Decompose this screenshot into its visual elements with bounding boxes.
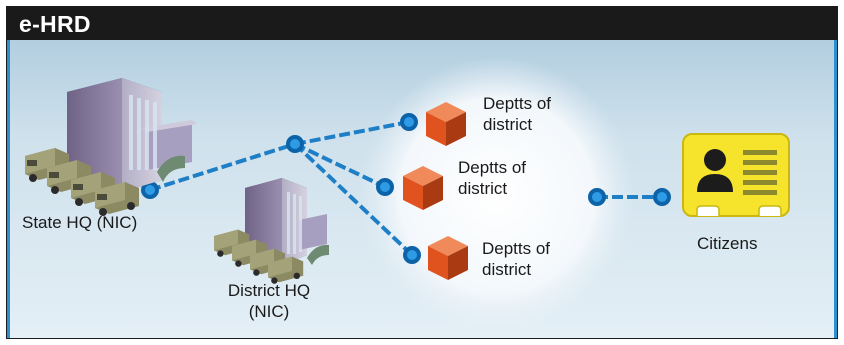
state-hq-label: State HQ (NIC) [22,213,138,232]
department-3-label-line-2: district [482,260,532,279]
link-hub-to-department-3 [293,142,414,257]
district-hq-trucks-icon [214,229,304,284]
node-department-2 [376,178,394,196]
department-1-label-line-1: Deptts of [483,94,552,113]
department-3-label: Deptts of district [482,238,550,280]
department-2-label-line-2: district [458,179,508,198]
link-hub-to-department-2 [294,142,386,189]
district-hq-label-line-1: District HQ [227,281,311,300]
department-1-cube-icon [426,102,466,146]
state-hq-trucks-icon [25,148,139,216]
district-hq-label: District HQ (NIC) [214,280,324,322]
node-departments-out [588,188,606,206]
diagram-frame: e-HRD [6,6,838,339]
citizens-label: Citizens [697,234,758,253]
left-border-accent [7,40,10,338]
department-2-cube-icon [403,166,443,210]
department-2-label-line-1: Deptts of [458,158,527,177]
diagram-canvas: State HQ (NIC) District HQ (NIC) Deptts … [7,40,837,338]
citizens-id-card-icon [682,133,790,217]
district-hq-label-line-2: (NIC) [248,302,290,321]
node-citizens [653,188,671,206]
node-department-3 [403,246,421,264]
department-2-label: Deptts of district [458,157,526,199]
network-links [149,120,662,257]
link-nodes [141,113,671,264]
node-state [141,181,159,199]
department-3-label-line-1: Deptts of [482,239,551,258]
department-1-label: Deptts of district [483,93,551,135]
right-border-accent [834,40,837,338]
network-diagram [25,57,790,333]
node-hub [286,135,304,153]
link-hub-to-department-1 [294,120,410,146]
link-state-to-hub [149,142,296,192]
department-3-cube-icon [428,236,468,280]
department-1-label-line-2: district [483,115,533,134]
title-bar: e-HRD [7,7,837,40]
node-department-1 [400,113,418,131]
diagram-title: e-HRD [19,11,91,37]
